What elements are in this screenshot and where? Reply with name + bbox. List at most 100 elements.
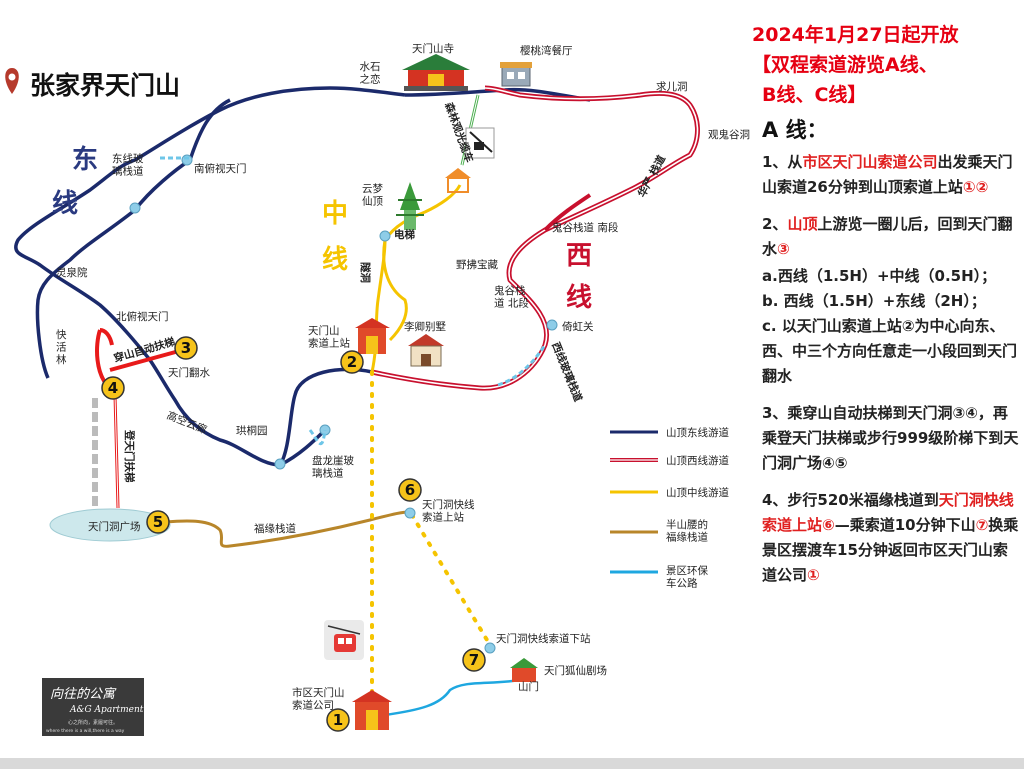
legend-bus: 景区环保车公路 — [610, 564, 708, 590]
cableway-route — [370, 370, 492, 702]
marker-1: 1 — [326, 708, 350, 732]
step-4: 4、步行520米福缘栈道到天门洞快线索道上站⑥—乘索道10分钟下山⑦换乘景区摆渡… — [762, 491, 1019, 584]
svg-text:山顶中线游道: 山顶中线游道 — [666, 486, 729, 499]
place-fuyuan: 福缘栈道 — [254, 522, 296, 535]
fuyuan-route — [164, 510, 411, 548]
place-nanfu: 南俯视天门 — [194, 162, 247, 175]
svg-text:3: 3 — [181, 339, 191, 357]
legend-east: 山顶东线游道 — [610, 426, 729, 439]
place-lingquan: 灵泉院 — [56, 266, 88, 279]
place-yunmeng: 云梦仙顶 — [362, 183, 383, 208]
marker-4: 4 — [101, 376, 125, 400]
cable-car-sign-icon — [324, 620, 364, 660]
place-east-glass: 东线玻璃栈道 — [112, 152, 144, 178]
legend-west: 山顶西线游道 — [610, 454, 729, 467]
svg-text:半山腰的福缘栈道: 半山腰的福缘栈道 — [666, 518, 708, 544]
place-panlong: 盘龙崖玻璃栈道 — [312, 454, 354, 480]
svg-text:山顶西线游道: 山顶西线游道 — [666, 454, 729, 467]
place-fox-theater: 天门狐仙剧场 — [544, 664, 607, 677]
step-2: 2、山顶上游览一圈儿后，回到天门翻水③ — [762, 215, 1013, 258]
svg-text:5: 5 — [153, 513, 163, 531]
opening-date: 2024年1月27日起开放 — [752, 24, 959, 46]
location-pin-icon — [5, 68, 19, 94]
place-kuaihuolin: 快活林 — [56, 329, 67, 366]
place-sui-cave: 隧洞 — [359, 262, 372, 283]
step-2-option-c: c. 以天门山索道上站②为中心向东、西、中三个方向任意走一小段回到天门翻水 — [762, 317, 1018, 385]
temple-icon — [402, 54, 470, 91]
step-markers: 1 2 3 4 5 6 7 — [101, 336, 486, 732]
a-line-heading: A 线： — [762, 118, 828, 142]
legend: 山顶东线游道 山顶西线游道 山顶中线游道 半山腰的福缘栈道 景区环保车公路 — [610, 426, 729, 590]
svg-text:心之所向，素履可往。: 心之所向，素履可往。 — [68, 719, 118, 726]
west-route — [95, 85, 700, 509]
east-label-1: 东 — [72, 144, 98, 175]
place-gaokong: 高空云廊 — [165, 409, 209, 437]
place-guigu-south: 鬼谷栈道 南段 — [552, 221, 619, 234]
map-title: 张家界天门山 — [30, 71, 180, 100]
place-guangui-valley: 观鬼谷洞 — [708, 128, 750, 141]
west-label-2: 线 — [566, 283, 592, 313]
step-1: 1、从市区天门山索道公司出发乘天门山索道26分钟到山顶索道上站①② — [762, 153, 1013, 196]
bottom-bar — [0, 758, 1024, 769]
svg-text:向往的公寓: 向往的公寓 — [50, 687, 117, 702]
marker-6: 6 — [398, 478, 422, 502]
place-quick-up: 天门洞快线索道上站 — [422, 498, 475, 524]
svg-text:山顶东线游道: 山顶东线游道 — [666, 426, 729, 439]
step-3: 3、乘穿山自动扶梯到天门洞③④，再乘登天门扶梯或步行999级阶梯下到天门洞广场④… — [762, 404, 1019, 472]
place-beifu: 北俯视天门 — [116, 310, 169, 323]
place-top-station: 天门山索道上站 — [308, 324, 350, 350]
marker-7: 7 — [462, 648, 486, 672]
pagoda-icon — [396, 182, 424, 230]
svg-text:景区环保车公路: 景区环保车公路 — [666, 564, 708, 590]
place-qiuer-cave: 求儿洞 — [656, 81, 688, 93]
place-quick-down: 天门洞快线索道下站 — [496, 632, 591, 645]
theater-gate-icon — [510, 658, 538, 682]
east-label-2: 线 — [52, 189, 78, 219]
west-label-1: 西 — [566, 241, 592, 271]
legend-half: 半山腰的福缘栈道 — [610, 518, 708, 544]
place-deng-escalator: 登天门扶梯 — [123, 429, 136, 483]
svg-text:1: 1 — [333, 711, 343, 729]
line-labels: 东 线 中 线 西 线 — [52, 144, 592, 313]
place-shanmen: 山门 — [518, 680, 539, 693]
city-gate-icon — [352, 690, 392, 730]
bus-route — [384, 678, 521, 717]
place-huayan: 华严 栈道 — [635, 153, 668, 200]
package-title-2: B线、C线】 — [762, 84, 867, 106]
place-yingtao-restaurant: 樱桃湾餐厅 — [520, 44, 573, 57]
place-qihong-pass: 倚虹关 — [562, 320, 594, 333]
glass-node-dots — [129, 154, 558, 654]
cable-car-icon — [465, 127, 495, 159]
svg-text:2: 2 — [347, 353, 357, 371]
place-li-villa: 李卿别墅 — [404, 320, 446, 333]
package-title-1: 【双程索道游览A线、 — [752, 54, 938, 76]
marker-5: 5 — [146, 510, 170, 534]
step-2-option-a: a.西线（1.5H）+中线（0.5H）； — [762, 267, 997, 285]
legend-middle: 山顶中线游道 — [610, 486, 729, 499]
place-tianmen-temple: 天门山寺 — [412, 42, 454, 55]
step-2-option-b: b. 西线（1.5H）+东线（2H）； — [762, 292, 986, 310]
marker-3: 3 — [174, 336, 198, 360]
place-yaoyao: 野拂宝藏 — [456, 258, 498, 271]
villa-icon — [408, 334, 444, 367]
marker-2: 2 — [340, 350, 364, 374]
svg-text:where there is a will,there is: where there is a will,there is a way — [46, 728, 125, 734]
middle-label-2: 线 — [322, 245, 348, 275]
pavilion-icon — [445, 168, 471, 193]
place-west-glass: 西线玻璃栈道 — [549, 340, 585, 404]
watermark-logo: 向往的公寓 A&G Apartment 心之所向，素履可往。 where the… — [42, 678, 144, 736]
square-area — [49, 508, 171, 542]
place-city-station: 市区天门山索道公司 — [292, 686, 345, 712]
route-description-panel: 2024年1月27日起开放 【双程索道游览A线、 B线、C线】 A 线： 1、从… — [752, 20, 1020, 600]
svg-text:A&G Apartment: A&G Apartment — [69, 705, 144, 715]
svg-text:7: 7 — [469, 651, 479, 669]
svg-text:4: 4 — [108, 379, 118, 397]
restaurant-icon — [500, 62, 532, 87]
square-label: 天门洞广场 — [88, 520, 141, 533]
station-gate-icon — [355, 318, 390, 354]
middle-label-1: 中 — [322, 199, 348, 229]
place-shuishi: 水石之恋 — [360, 61, 381, 86]
place-tianmen-fanshui: 天门翻水 — [168, 366, 210, 379]
place-guigu-north: 鬼谷栈道 北段 — [494, 284, 529, 310]
